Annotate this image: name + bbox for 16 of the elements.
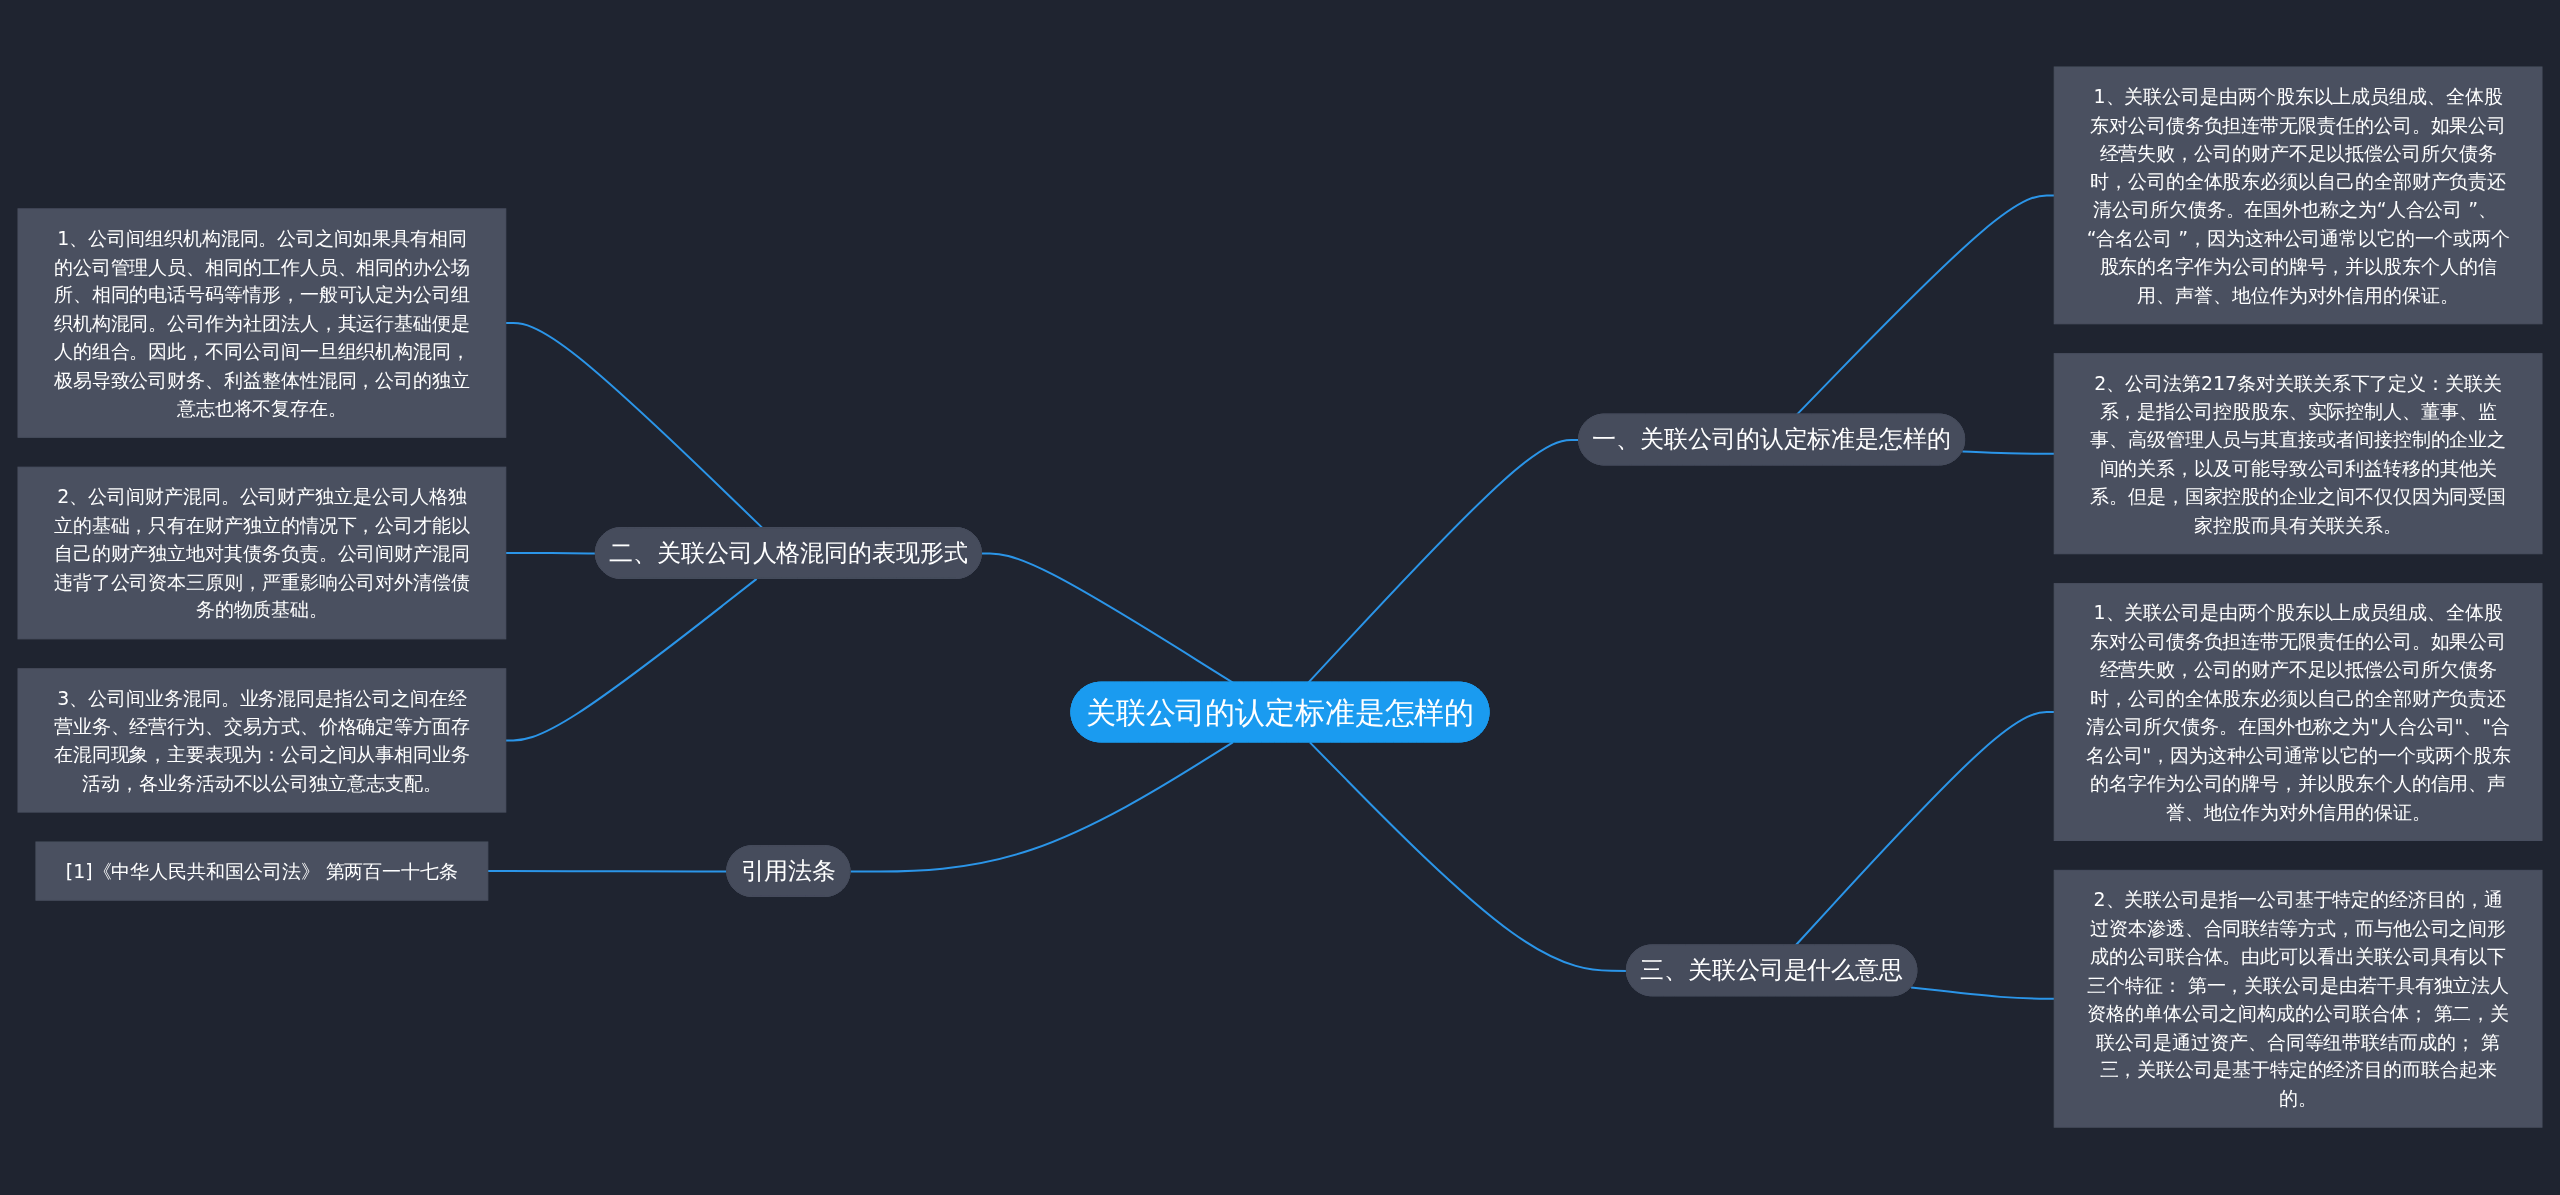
node-box: 1、关联公司是由两个股东以上成员组成、全体股东对公司债务负担连带无限责任的公司。如果公司经营失败，公司的财产不足以抵偿公司所欠债务时，公司的全体股东必须以自己的全部财产负责还清公司所欠债务。在国外也称之为“人合公司 ”、 “合名公司 ”，因为这种公司通常以它的一个或两个股东的名字作为公司的牌号，并以股东个人的信用、声誉、地位作为对外信用的保证。 bbox=[2053, 66, 2543, 325]
node-box: 2、公司法第217条对关联关系下了定义：关联关系，是指公司控股股东、实际控制人、董事、监事、高级管理人员与其直接或者间接控制的企业之间的关系，以及可能导致公司利益转移的其他关系。但是，国家控股的企业之间不仅仅因为同受国家控股而具有关联关系。 bbox=[2053, 353, 2543, 555]
connector bbox=[1794, 711, 2056, 947]
node-box: 1、关联公司是由两个股东以上成员组成、全体股东对公司债务负担连带无限责任的公司。如果公司经营失败，公司的财产不足以抵偿公司所欠债务时，公司的全体股东必须以自己的全部财产负责还清公司所欠债务。在国外也称之为"人合公司"、"合名公司"，因为这种公司通常以它的一个或两个股东的名字作为公司的牌号，并以股东个人的信用、声誉、地位作为对外信用的保证。 bbox=[2053, 583, 2543, 842]
connector bbox=[504, 552, 597, 555]
connector bbox=[1308, 741, 1628, 973]
node-box: 3、公司间业务混同。业务混同是指公司之间在经营业务、经营行为、交易方式、价格确定等方面存在混同现象，主要表现为：公司之间从事相同业务活动，各业务活动不以公司独立意志支配。 bbox=[17, 668, 507, 813]
connector bbox=[1961, 450, 2056, 456]
node-box: [1]《中华人民共和国公司法》 第两百一十七条 bbox=[35, 841, 489, 902]
connector bbox=[504, 578, 758, 742]
connector bbox=[849, 741, 1234, 873]
connector bbox=[1910, 986, 2056, 1001]
node-box: 2、公司间财产混同。公司财产独立是公司人格独立的基础，只有在财产独立的情况下，公司才能以自己的财产独立地对其债务负责。公司间财产混同违背了公司资本三原则，严重影响公司对外清偿债务的物质基础。 bbox=[17, 467, 507, 640]
connector bbox=[504, 322, 764, 530]
node-box: 1、公司间组织机构混同。公司之间如果具有相同的公司管理人员、相同的工作人员、相同的办公场所、相同的电话号码等情形，一般可认定为公司组织机构混同。公司作为社团法人，其运行基础便是人的组合。因此，不同公司间一旦组织机构混同，极易导致公司财务、利益整体性混同，公司的独立意志也将不复存在。 bbox=[17, 208, 507, 439]
node-box: 2、关联公司是指一公司基于特定的经济目的，通过资本渗透、合同联结等方式，而与他公司之间形成的公司联合体。由此可以看出关联公司具有以下三个特征： 第一，关联公司是由若干具有独立法人资格的单体公司之间构成的公司联合体； 第二，关联公司是通过资产、合同等纽带联结而成的； 第三，关联公司是基于特定的经济目的而联合起来的。 bbox=[2053, 870, 2543, 1129]
